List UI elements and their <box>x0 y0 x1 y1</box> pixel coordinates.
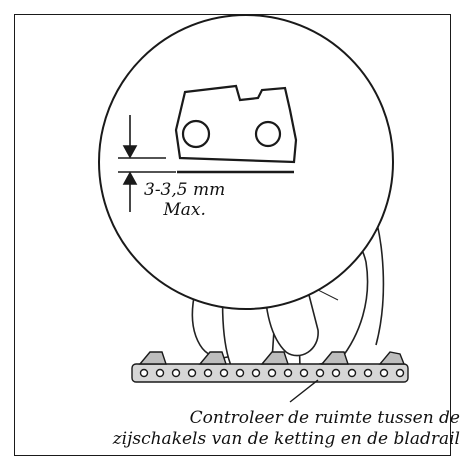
caption-line-1: Controleer de ruimte tussen de <box>189 408 460 428</box>
magnifier-circle <box>98 14 394 310</box>
measurement-value: 3-3,5 mm <box>144 180 226 200</box>
caption-leader-line <box>289 379 319 403</box>
figure-caption: Controleer de ruimte tussen de zijschake… <box>60 408 460 450</box>
chain-cutter-link <box>174 84 298 164</box>
saw-chain <box>131 351 409 383</box>
measurement-arrows <box>118 115 176 212</box>
measurement-limit: Max. <box>163 200 206 220</box>
caption-line-2: zijschakels van de ketting en de bladrai… <box>112 429 460 449</box>
measurement-label: 3-3,5 mm Max. <box>144 180 225 220</box>
